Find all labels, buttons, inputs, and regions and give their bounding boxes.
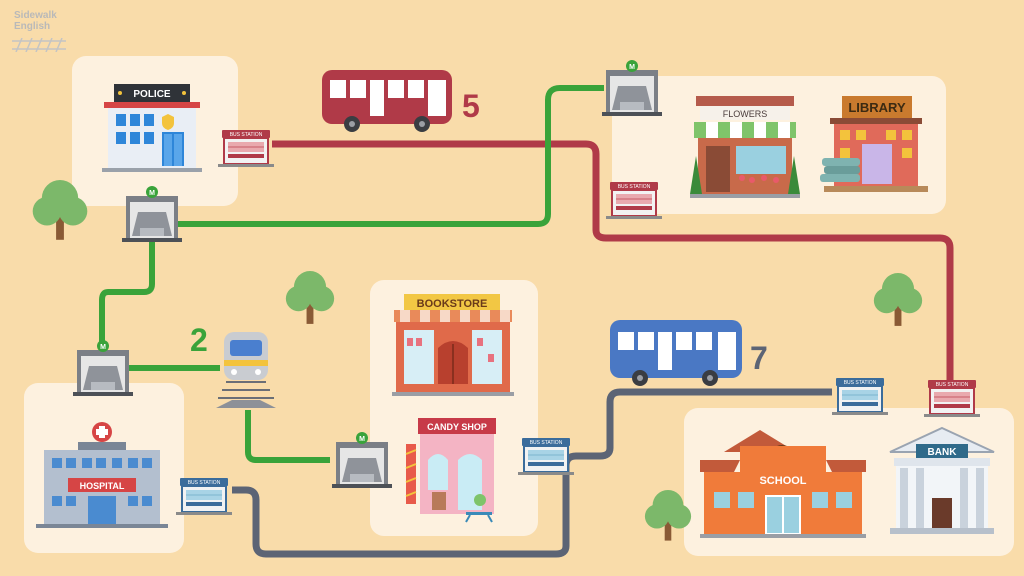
bus-stop-sign: BUS STATION	[936, 382, 969, 388]
police-sign: POLICE	[133, 89, 171, 100]
school-sign: SCHOOL	[759, 475, 806, 487]
metro-sign: M	[629, 64, 635, 71]
route-7-number: 7	[750, 340, 768, 376]
metro-station-center[interactable]: M	[332, 432, 392, 488]
brand-rail-icon	[12, 38, 66, 52]
brand-line-1: Sidewalk	[14, 10, 57, 21]
police-badge-icon	[162, 114, 174, 130]
hospital-sign: HOSPITAL	[80, 481, 125, 491]
metro-station-police[interactable]: M	[122, 186, 182, 242]
bus-stop-bank[interactable]: BUS STATION	[923, 379, 981, 418]
metro-sign: M	[100, 344, 106, 351]
route-bus-5-line	[272, 140, 954, 382]
bus-stop-sign: BUS STATION	[530, 440, 563, 446]
bank[interactable]: BANK	[889, 426, 995, 534]
police-station[interactable]: POLICE	[102, 84, 202, 172]
flowers-sign: FLOWERS	[723, 109, 768, 119]
bank-sign: BANK	[928, 447, 958, 458]
metro-sign: M	[149, 190, 155, 197]
bus-stop-flowers[interactable]: BUS STATION	[605, 181, 663, 220]
route-5-number: 5	[462, 88, 480, 124]
bus-stop-sign: BUS STATION	[844, 380, 877, 386]
train-2[interactable]	[216, 332, 276, 408]
brand-logo: Sidewalk English	[14, 10, 57, 32]
metro-station-shops[interactable]: M	[602, 60, 662, 116]
route-bus-7-line	[232, 388, 832, 558]
bus-stop-sign: BUS STATION	[230, 132, 263, 138]
candy-shop-sign: CANDY SHOP	[427, 422, 487, 432]
bus-stop-school[interactable]: BUS STATION	[831, 377, 889, 416]
bus-stop-police[interactable]: BUS STATION	[217, 129, 275, 168]
bookstore-sign: BOOKSTORE	[417, 298, 488, 310]
bookstore[interactable]: BOOKSTORE	[392, 294, 514, 396]
bus-5[interactable]	[322, 70, 452, 132]
tree-icon	[284, 269, 336, 326]
flowers-shop[interactable]: FLOWERS	[690, 96, 800, 198]
school[interactable]: SCHOOL	[700, 430, 866, 538]
bus-stop-candy-shop[interactable]: BUS STATION	[517, 437, 575, 476]
tree-icon	[872, 271, 924, 328]
bus-stop-hospital[interactable]: BUS STATION	[175, 477, 233, 516]
bus-stop-sign: BUS STATION	[188, 480, 221, 486]
candy-shop[interactable]: CANDY SHOP	[405, 418, 496, 523]
brand-line-2: English	[14, 21, 51, 32]
library-sign: LIBRARY	[848, 100, 906, 115]
library[interactable]: LIBRARY	[820, 96, 928, 192]
hospital[interactable]: HOSPITAL	[36, 422, 168, 528]
bus-7[interactable]	[610, 320, 742, 386]
metro-station-hospital[interactable]: M	[73, 340, 133, 396]
bus-stop-sign: BUS STATION	[618, 184, 651, 190]
metro-sign: M	[359, 436, 365, 443]
route-2-number: 2	[190, 322, 208, 358]
